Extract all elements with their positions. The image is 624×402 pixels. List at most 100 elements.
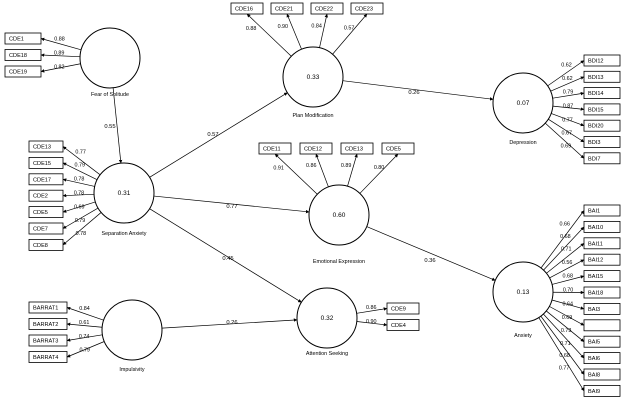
indicator-label: CDE13 (33, 145, 51, 151)
loading-value: 0.69 (561, 143, 572, 149)
indicator-box (583, 286, 621, 299)
indicator-box (583, 136, 621, 148)
loading-arrow (548, 118, 585, 143)
loading-arrow (315, 153, 329, 188)
indicator-box (28, 334, 68, 347)
indicator-label: BDI7 (588, 156, 600, 162)
loading-arrow (62, 201, 96, 213)
loading-value: 0.62 (562, 76, 573, 82)
loading-value: 0.90 (278, 24, 289, 30)
loading-arrow (62, 207, 99, 229)
loading-value: 0.68 (559, 353, 570, 359)
indicator-label: CDE5 (386, 147, 401, 153)
indicator-box (583, 237, 621, 250)
indicator-box (583, 119, 621, 132)
loading-arrow (552, 91, 585, 99)
latent-impulsivity: Impulsivity (101, 299, 163, 373)
loading-arrow (286, 13, 302, 50)
loading-arrow (40, 63, 81, 73)
indicator-box (583, 302, 621, 315)
indicator-label: BAI10 (588, 225, 603, 231)
loading-value: 0.67 (561, 131, 572, 137)
indicator-bdi3: BDI3 (583, 136, 621, 148)
loading-value: 0.89 (54, 50, 65, 56)
loading-arrow (66, 322, 103, 328)
loading-arrow (540, 315, 585, 375)
path-coefficient: 0.45 (222, 256, 233, 262)
r-squared-value: 0.07 (517, 100, 530, 107)
loading-arrow (356, 321, 388, 327)
indicator-label: BDI15 (588, 107, 604, 113)
latent-fear-of-solitude: Fear of Solitude (79, 27, 141, 98)
latent-circle (296, 287, 358, 349)
indicator-bai1: BAI1 (583, 204, 621, 217)
loading-value: 0.69 (562, 315, 573, 321)
path-coefficient: 0.55 (104, 124, 115, 130)
indicator-box (28, 140, 64, 153)
indicator-label: BARRAT1 (33, 306, 58, 312)
latent-name: Separation Anxiety (102, 231, 147, 237)
loading-value: 0.79 (563, 90, 574, 96)
loading-arrow (246, 13, 292, 57)
latent-circle (93, 162, 155, 224)
indicator-label: BAI9 (588, 389, 600, 395)
loading-value: 0.88 (54, 37, 65, 43)
indicator-label: BDI12 (588, 59, 604, 65)
loading-arrow (62, 193, 95, 198)
loading-value: 0.91 (273, 165, 284, 171)
indicator-box (583, 103, 621, 116)
loading-arrow (543, 226, 585, 271)
indicator-box (4, 65, 42, 78)
indicator-barrat1: BARRAT1 (28, 301, 68, 314)
loading-value: 0.77 (559, 365, 570, 371)
loading-arrow (62, 178, 95, 187)
loading-value: 0.66 (559, 222, 570, 228)
latent-circle (79, 27, 141, 89)
latent-circle (308, 184, 370, 246)
indicator-cde4: CDE4 (386, 319, 420, 331)
indicator-box (583, 335, 621, 348)
indicator-bdi15: BDI15 (583, 103, 621, 116)
loading-value: 0.89 (341, 163, 352, 169)
path-arrow-emotional-expression-to-anxiety (366, 226, 496, 281)
indicator-cde16: CDE16 (230, 2, 264, 15)
indicator-label: BAI12 (588, 258, 603, 264)
loading-arrow (550, 76, 585, 92)
loading-arrow (551, 275, 585, 285)
loading-value: 0.56 (562, 260, 573, 266)
indicator-box (4, 49, 42, 61)
indicator-bai6: BAI6 (583, 352, 621, 365)
indicator-bdi13: BDI13 (583, 70, 621, 83)
path-arrow-plan-modification-to-depression (342, 80, 494, 101)
loading-arrow (540, 210, 585, 269)
loading-arrow (551, 299, 585, 310)
indicator-bdi14: BDI14 (583, 87, 621, 99)
loading-value: 0.79 (75, 218, 86, 224)
loading-arrow (547, 60, 585, 87)
indicator-unlabeled (583, 319, 621, 332)
loading-arrow (274, 153, 318, 195)
indicator-label: CDE12 (304, 147, 322, 153)
r-squared-value: 0.33 (307, 74, 320, 81)
loading-arrow (549, 306, 585, 326)
indicator-cde7: CDE7 (28, 222, 64, 235)
indicator-bai3: BAI3 (583, 302, 621, 315)
indicator-cde13: CDE13 (28, 140, 64, 153)
indicator-label: BDI13 (588, 75, 604, 81)
loading-value: 0.79 (75, 163, 86, 169)
loading-arrow (66, 306, 104, 321)
indicator-label: CDE9 (391, 307, 406, 313)
path-arrow-separation-anxiety-to-attention-seeking (149, 208, 302, 303)
indicator-label: BAI5 (588, 340, 600, 346)
indicator-box (28, 206, 64, 219)
indicator-box (386, 319, 420, 331)
indicator-box (583, 204, 621, 217)
indicator-cde11: CDE11 (258, 142, 292, 155)
indicator-label: CDE23 (355, 7, 373, 13)
loading-value: 0.86 (366, 305, 377, 311)
loading-value: 0.80 (374, 165, 385, 171)
path-coefficient: 0.26 (226, 320, 237, 326)
latent-name: Emotional Expression (313, 259, 365, 265)
